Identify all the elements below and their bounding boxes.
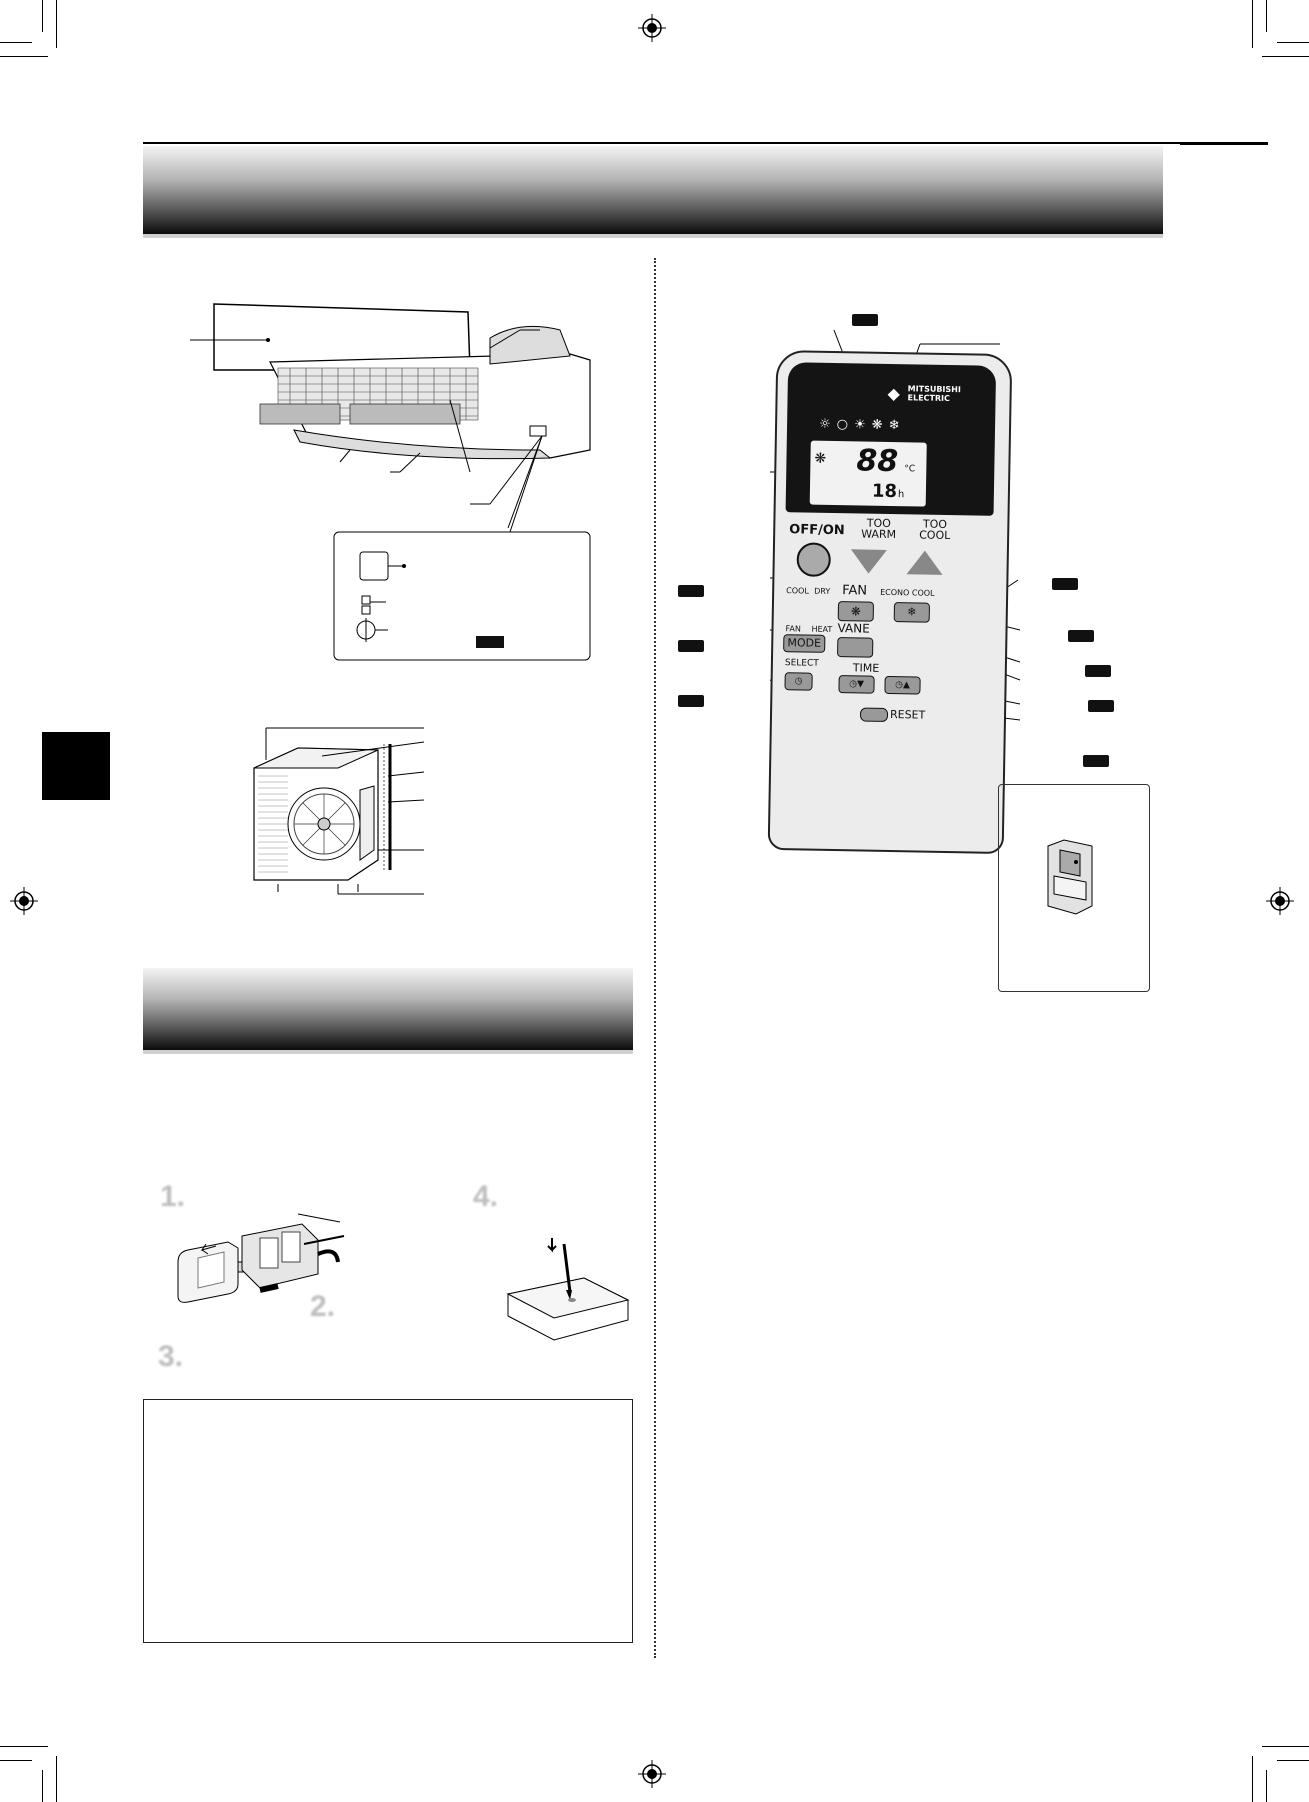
step-2-number: 2. xyxy=(310,1290,336,1323)
too-warm-label: TOO WARM xyxy=(861,517,897,542)
top-rule xyxy=(143,142,1268,144)
mode-fan-label: FAN xyxy=(785,624,801,634)
registration-mark-icon xyxy=(1266,887,1294,915)
too-cool-label: TOO COOL xyxy=(919,518,951,543)
select-label: SELECT xyxy=(784,658,819,669)
step-4-number: 4. xyxy=(473,1180,499,1213)
mode-cool-label: COOL xyxy=(786,586,809,596)
badge-marker xyxy=(1085,665,1111,677)
brand-name: MITSUBISHI ELECTRIC xyxy=(907,384,960,403)
remote-holder-box xyxy=(998,784,1150,992)
registration-mark-icon xyxy=(638,14,666,42)
too-warm-button[interactable] xyxy=(850,549,887,574)
badge-marker xyxy=(1068,630,1094,642)
battery-insertion-illustration xyxy=(177,1213,345,1303)
section-banner-top xyxy=(143,146,1163,234)
vane-label: VANE xyxy=(837,621,870,636)
remote-controller-illustration: ◆ MITSUBISHI ELECTRIC ☼○☀❋❄ ❋ 88 °C 18 h… xyxy=(767,349,1013,855)
mode-heat-label: HEAT xyxy=(811,624,833,634)
too-cool-line-2: COOL xyxy=(919,528,951,543)
time-down-button[interactable]: ◷▼ xyxy=(838,675,875,694)
language-side-tab xyxy=(42,732,110,800)
reset-label: RESET xyxy=(889,708,926,722)
top-rule-extension xyxy=(1180,144,1268,145)
registration-mark-icon xyxy=(10,887,38,915)
indoor-unit-illustration xyxy=(190,303,591,661)
badge-marker xyxy=(678,695,704,707)
too-cool-button[interactable] xyxy=(906,550,943,575)
note-box xyxy=(143,1399,633,1643)
step-3-number: 3. xyxy=(158,1340,184,1373)
time-up-button[interactable]: ◷▲ xyxy=(884,675,921,695)
time-label: TIME xyxy=(852,661,880,675)
off-on-label: OFF/ON xyxy=(789,522,845,539)
lcd-temperature: 88 xyxy=(856,443,899,480)
step-1-number: 1. xyxy=(160,1180,186,1213)
lcd-fan-icon: ❋ xyxy=(814,450,827,467)
brand-line-2: ELECTRIC xyxy=(907,393,951,404)
badge-marker xyxy=(1088,700,1114,712)
select-timer-button[interactable]: ◷ xyxy=(784,672,813,691)
remote-holder-illustration xyxy=(1047,839,1093,915)
reset-pen-illustration xyxy=(506,1238,630,1341)
badge-marker xyxy=(852,314,878,326)
lcd-temperature-unit: °C xyxy=(904,464,916,475)
mode-button[interactable]: MODE xyxy=(783,634,826,653)
registration-mark-icon xyxy=(638,1760,666,1788)
fan-label: FAN xyxy=(842,583,868,599)
mode-dry-label: DRY xyxy=(814,586,831,596)
badge-marker xyxy=(1052,578,1078,590)
vane-button[interactable] xyxy=(837,637,874,658)
fan-button[interactable]: ❋ xyxy=(837,601,875,622)
too-warm-line-2: WARM xyxy=(861,527,897,542)
mode-icons-row: ☼○☀❋❄ xyxy=(818,416,906,434)
badge-marker xyxy=(1083,755,1109,767)
lcd-timer-unit: h xyxy=(897,489,905,501)
badge-marker xyxy=(678,640,704,652)
econo-cool-button[interactable]: ❄ xyxy=(893,602,930,623)
mitsubishi-logo: ◆ xyxy=(887,383,901,404)
econo-cool-label: ECONO COOL xyxy=(880,587,935,598)
section-banner-battery xyxy=(143,968,633,1050)
outdoor-unit-illustration xyxy=(253,727,425,895)
off-on-button[interactable] xyxy=(796,542,832,577)
column-separator xyxy=(654,258,656,1658)
reset-button[interactable] xyxy=(859,707,889,722)
lcd-timer: 18 xyxy=(871,480,898,503)
badge-marker xyxy=(678,585,704,597)
